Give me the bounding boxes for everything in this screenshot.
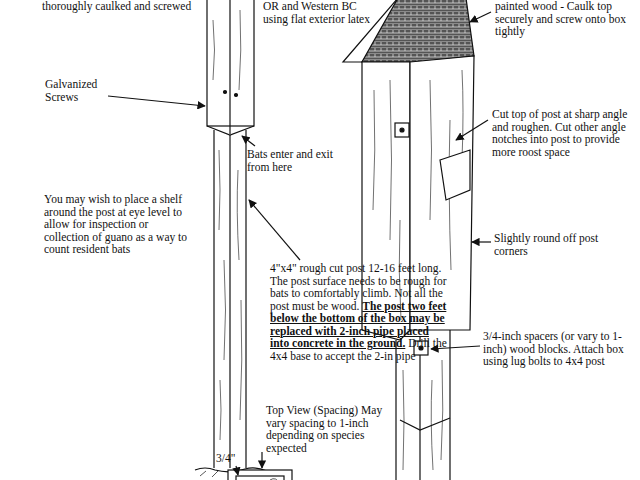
note-label: 3/4"	[216, 452, 246, 465]
note-label: OR and Western BC using flat exterior la…	[263, 0, 373, 25]
note-label: Bats enter and exit from here	[247, 148, 337, 173]
note-label: You may wish to place a shelf around the…	[44, 193, 194, 256]
note-label: 3/4-inch spacers (or vary to 1-inch) woo…	[483, 330, 633, 368]
post-note: 4"x4" rough cut post 12-16 feet long. Th…	[270, 262, 448, 362]
leader-lines	[108, 12, 491, 475]
note-label: Top View (Spacing) May vary spacing to 1…	[266, 404, 386, 454]
note-label: thoroughly caulked and screwed	[42, 0, 192, 13]
note-label: Galvanized Screws	[45, 78, 107, 103]
note-label: painted wood - Caulk top securely and sc…	[495, 0, 635, 38]
left-post	[195, 0, 267, 477]
note-label: Slightly round off post corners	[494, 232, 624, 257]
note-label: Cut top of post at sharp angle and rough…	[492, 108, 636, 158]
